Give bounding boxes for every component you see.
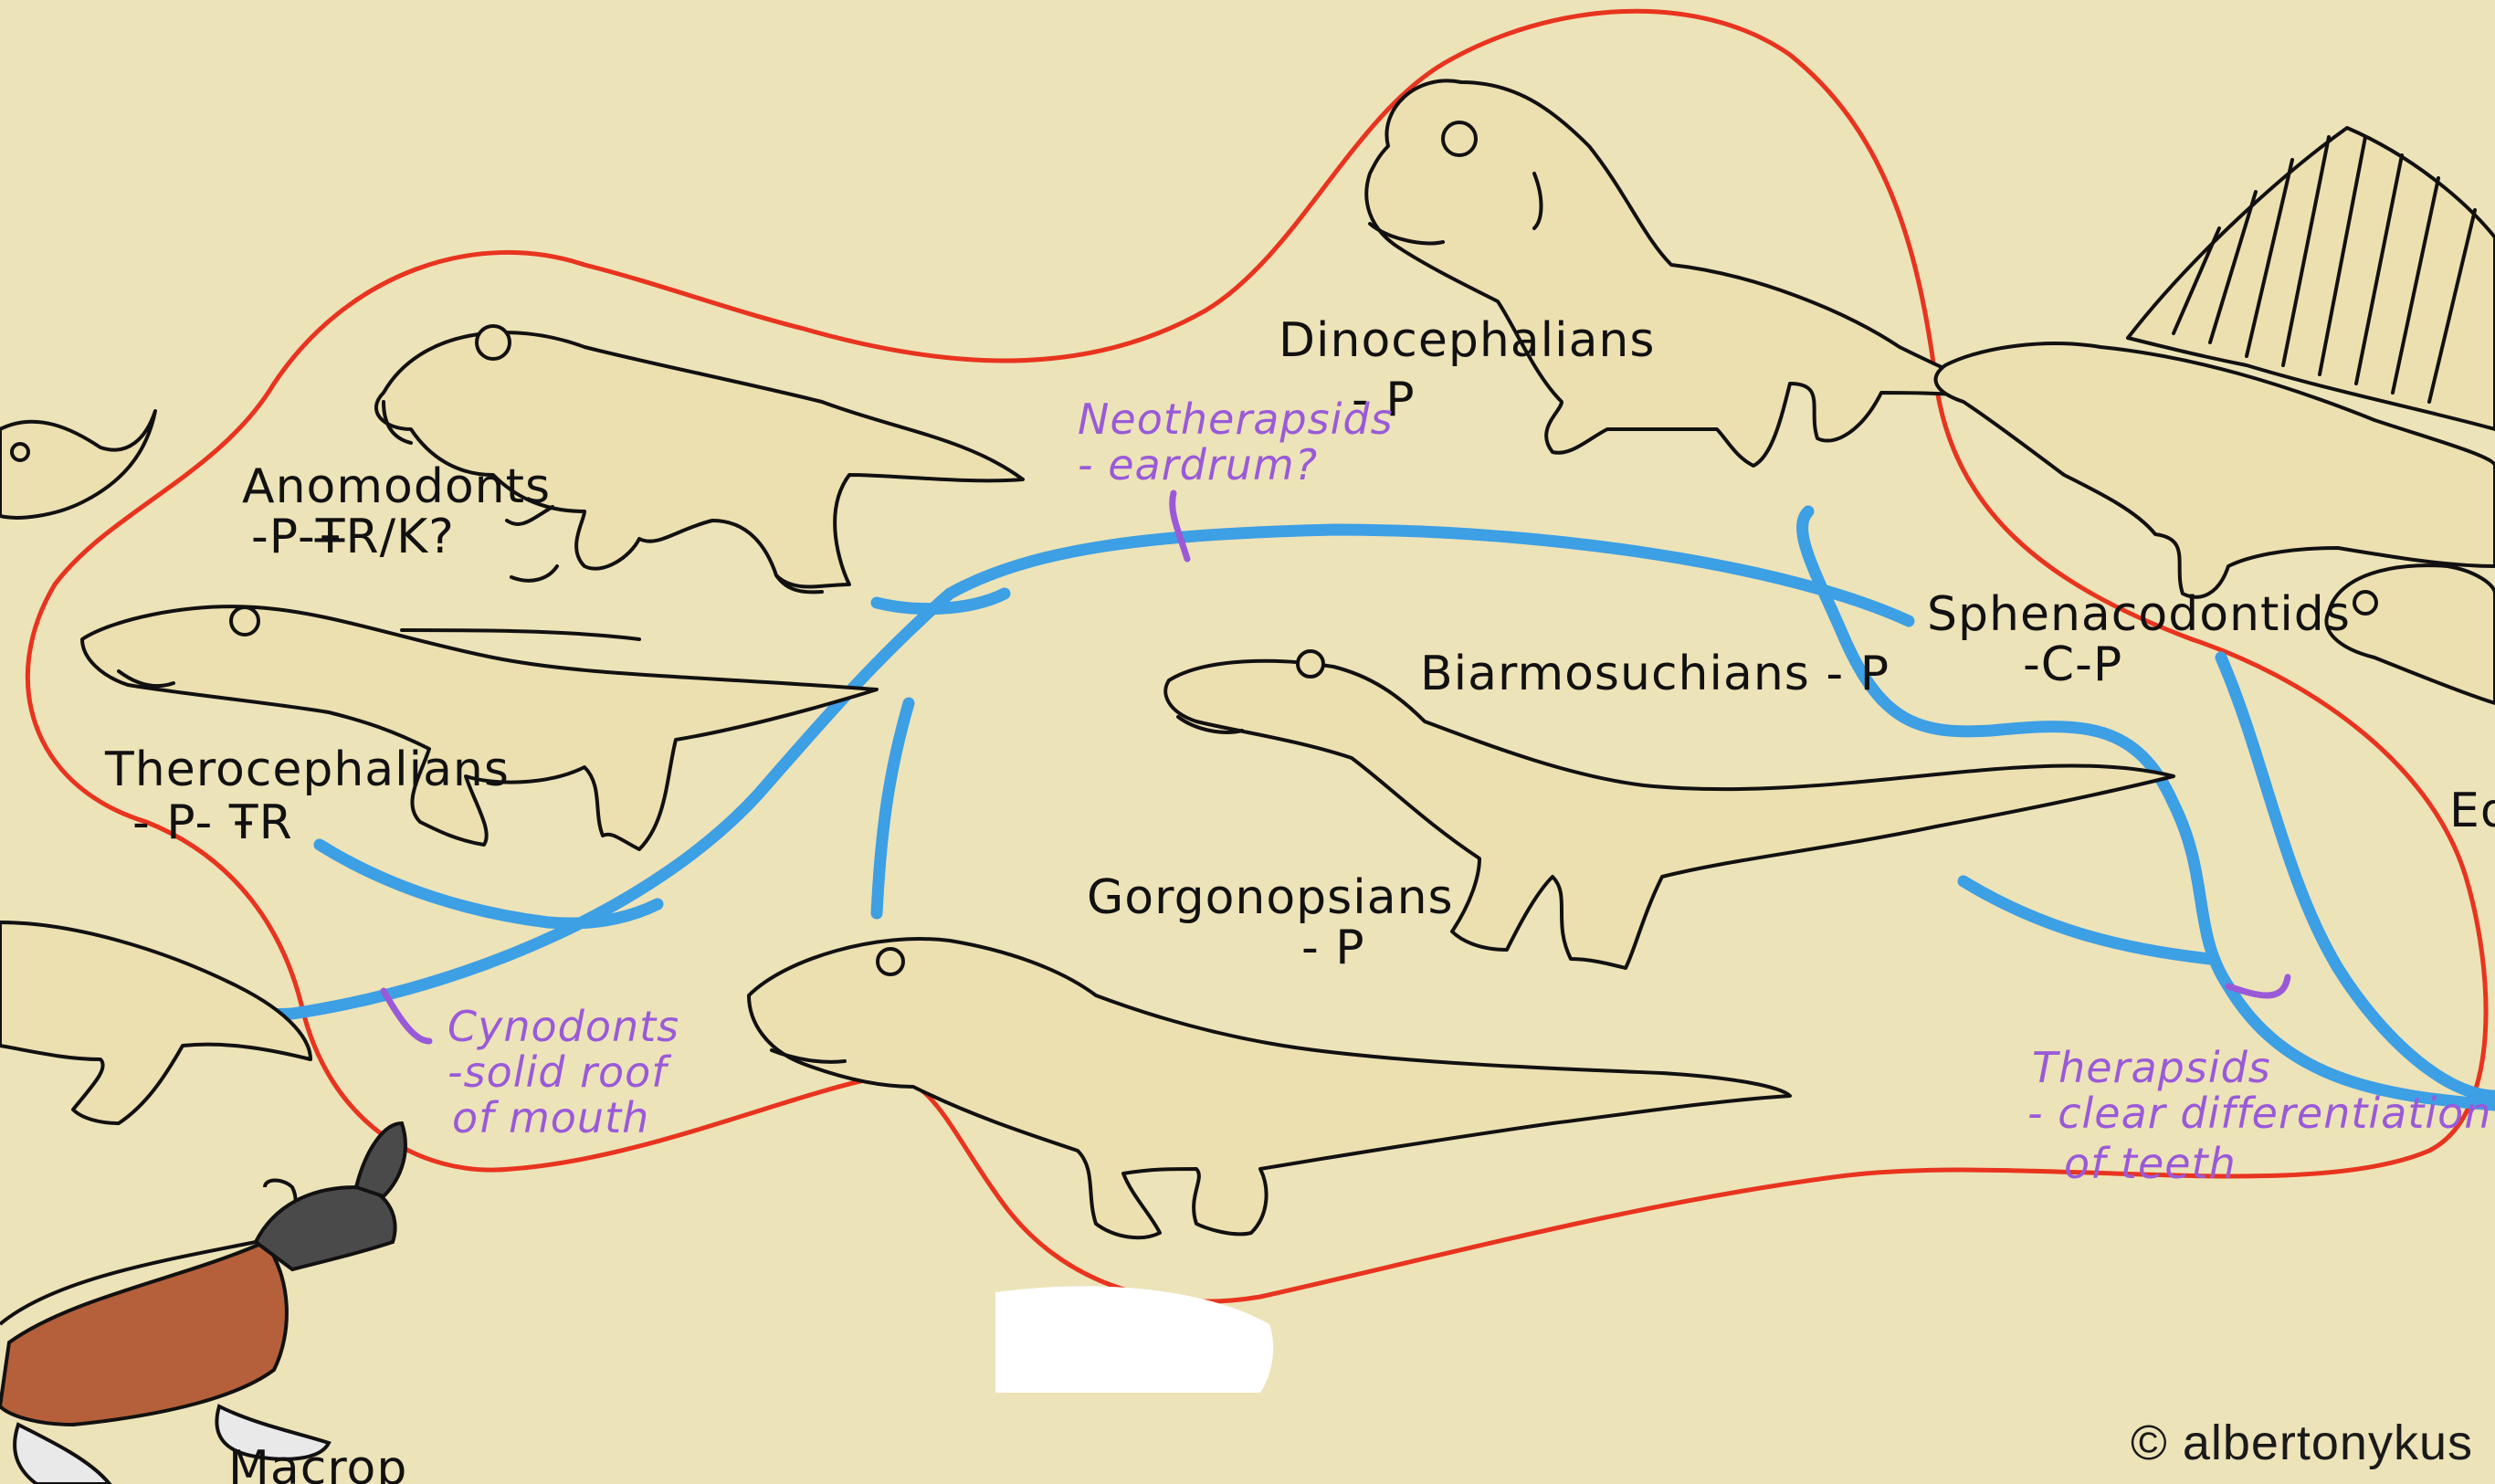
neotherapsids-note-line1: Neotherapsids [1078,395,1394,444]
neotherapsids-note-line2: - eardrum? [1078,440,1318,489]
biarmosuchians-name: Biarmosuchians - P [1420,647,1890,701]
branch-eutherapsid-main [950,530,1909,621]
therapsids-note-line3: of teeth [2064,1139,2237,1188]
edge-partial-label: Ed [2449,784,2495,838]
copyright-credit: © albertonykus [2131,1415,2473,1471]
neotherapsids-tick [1173,493,1187,559]
cynodonts-tick [384,991,429,1041]
branch-gorgonopsian [877,703,909,913]
anomodonts-name: Anomodonts [242,459,551,514]
macropod-illustration [0,1123,405,1484]
therocephalians-name: Therocephalians [104,742,510,797]
dinocephalians-name: Dinocephalians [1279,313,1655,368]
dinocephalian-illustration [1366,80,2009,466]
therocephalians-range: - P- ŦR [132,795,293,850]
cynodonts-note-line1: Cynodonts [447,1002,679,1051]
therapsids-note-line1: Therapsids [2032,1043,2271,1092]
anomodonts-range: -P-Ŧ̶R/K? [251,510,455,564]
sphenacodontids-range: -C-P [2023,637,2122,692]
gorgonopsians-name: Gorgonopsians [1087,870,1454,925]
edaphosaur-illustration [2326,565,2495,703]
macropod-partial-label: Macrop [228,1441,407,1484]
gorgonopsian-illustration [749,939,1790,1237]
therapsids-note-line2: - clear differentiation [2027,1089,2491,1138]
gorgonopsians-range: - P [1301,921,1365,975]
left-edge-creature-illustration [0,922,311,1123]
branch-edaphosaur-stem [1963,881,2210,959]
sphenacodontid-illustration [1936,128,2495,597]
sphenacodontids-name: Sphenacodontids [1927,587,2351,642]
left-top-creature-illustration [0,411,155,518]
cynodonts-note-line3: of mouth [452,1093,649,1142]
cynodonts-note-line2: -solid roof [447,1047,671,1097]
